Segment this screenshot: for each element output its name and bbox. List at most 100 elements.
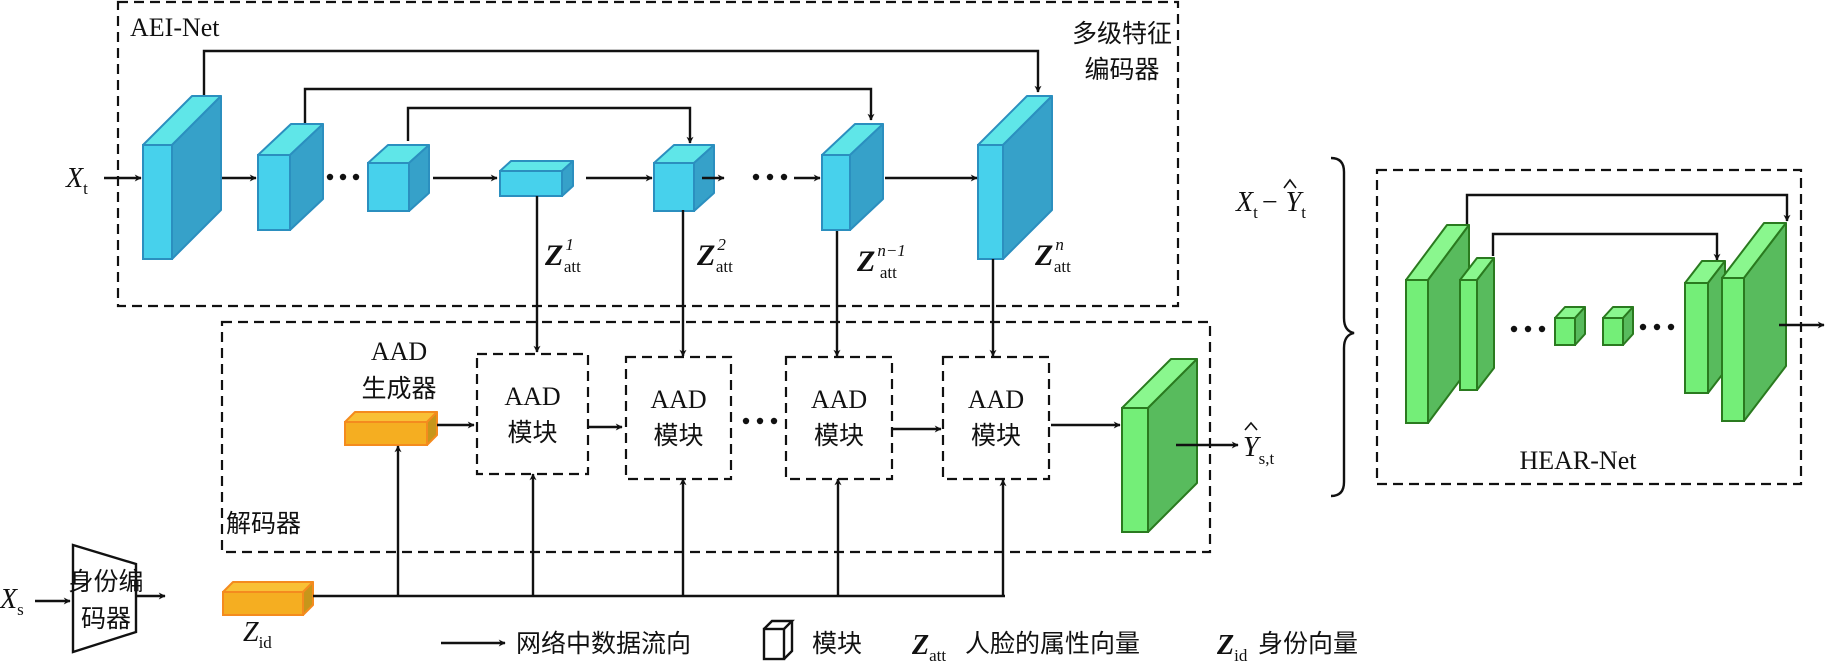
aad-module-2: AAD 模块 — [624, 355, 733, 481]
aad-module-3: AAD 模块 — [784, 355, 894, 481]
aad-module-4: AAD 模块 — [941, 355, 1051, 481]
aad-module-box — [475, 352, 590, 476]
ellipsis-dots — [1510, 325, 1546, 333]
encoder-block-7 — [977, 95, 1053, 260]
aei-net-container — [116, 0, 1180, 308]
aad-module-label-line1: AAD — [504, 382, 560, 411]
skip-connection-2 — [303, 87, 875, 124]
hear-block-3 — [1554, 306, 1586, 346]
block-front-face — [367, 162, 410, 212]
decoder-title: 解码器 — [226, 509, 301, 538]
hear-net-blocks — [1405, 222, 1787, 424]
block-top-face — [499, 160, 574, 172]
encoder-block-5 — [653, 144, 715, 212]
encoder-block-1 — [142, 95, 222, 260]
hear-block-2 — [1459, 257, 1495, 391]
aad-module-1: AAD 模块 — [475, 352, 590, 476]
aei-net-title: AEI-Net — [130, 13, 220, 42]
legend-z-att-desc: 人脸的属性向量 — [965, 629, 1140, 658]
hear-net-input-label: Xt−Yt — [1235, 187, 1306, 222]
encoder-label-line2: 编码器 — [1084, 55, 1159, 84]
block-top-face — [222, 581, 314, 593]
encoder-blocks — [142, 95, 1053, 260]
hear-block-4 — [1602, 306, 1634, 346]
block-front-face — [1121, 407, 1149, 533]
legend: 网络中数据流向 模块 Zatt 人脸的属性向量 Zid 身份向量 — [441, 619, 1358, 665]
legend-flow-label: 网络中数据流向 — [516, 629, 691, 658]
hear-block-6 — [1721, 222, 1787, 422]
skip-connection-1 — [202, 49, 1042, 96]
xt-input-label: Xt — [65, 163, 88, 198]
decoder-container — [220, 320, 1212, 554]
block-front-face — [1459, 279, 1478, 391]
generator-block — [344, 411, 438, 446]
brace — [1330, 156, 1355, 498]
aad-module-label-line2: 模块 — [971, 421, 1021, 450]
hear-net-container — [1375, 168, 1803, 486]
aad-module-label-line1: AAD — [811, 385, 867, 414]
block-front-face — [977, 144, 1004, 260]
identity-encoder-line2: 码器 — [81, 604, 131, 633]
hat-icon — [1244, 421, 1258, 431]
block-top-face — [344, 411, 438, 423]
block-front-face — [257, 154, 291, 231]
hear-skip-connection-2 — [1491, 232, 1721, 261]
block-front-face — [1602, 317, 1624, 346]
block-front-face — [222, 591, 304, 616]
ellipsis-dots — [326, 173, 360, 181]
legend-cube-icon — [762, 619, 795, 661]
ellipsis-dots — [1639, 323, 1675, 331]
ellipsis-dots — [742, 417, 778, 425]
block-front-face — [821, 154, 851, 231]
block-front-face — [1554, 317, 1576, 346]
hear-block-5 — [1684, 260, 1726, 394]
block-side-face — [1476, 257, 1495, 391]
z-id-block — [222, 581, 314, 616]
identity-encoder-shape — [71, 543, 138, 654]
generator-cuboid — [344, 411, 438, 446]
encoder-block-4 — [499, 160, 574, 197]
encoder-block-6 — [821, 123, 884, 231]
hear-net-title: HEAR-Net — [1520, 446, 1638, 475]
block-front-face — [499, 170, 563, 197]
aad-module-label-line2: 模块 — [507, 418, 557, 447]
aad-module-box — [784, 355, 894, 481]
block-front-face — [344, 421, 428, 446]
block-front-face — [653, 162, 695, 212]
xs-input-label: Xs — [0, 584, 24, 619]
hear-block-1 — [1405, 224, 1470, 424]
encoder-block-3 — [367, 144, 430, 212]
block-front-face — [1405, 279, 1429, 424]
hat-icon — [1283, 178, 1297, 189]
aad-blocks: AAD 模块 AAD 模块 AAD 模块 AAD 模块 — [475, 352, 1051, 481]
generator-label-line1: AAD — [371, 337, 427, 366]
block-front-face — [1684, 282, 1709, 394]
block-front-face — [1721, 277, 1745, 422]
legend-z-id-symbol: Zid — [1216, 630, 1248, 665]
encoder-block-2 — [257, 123, 324, 231]
encoder-label-line1: 多级特征 — [1072, 19, 1172, 48]
z-id-label: Zid — [243, 617, 272, 652]
z-id-cuboid — [222, 581, 314, 616]
decoder-output-cuboid — [1121, 358, 1198, 533]
aad-module-label-line1: AAD — [968, 385, 1024, 414]
aad-module-label-line1: AAD — [650, 385, 706, 414]
legend-module-label: 模块 — [812, 629, 862, 658]
decoder-output-block — [1121, 358, 1198, 533]
generator-label-line2: 生成器 — [361, 374, 436, 403]
legend-z-att-symbol: Zatt — [911, 630, 946, 665]
y-st-output-label: Ys,t — [1243, 432, 1274, 468]
identity-encoder-line1: 身份编 — [68, 567, 143, 596]
aad-module-label-line2: 模块 — [814, 421, 864, 450]
aad-module-box — [941, 355, 1051, 481]
block-front-face — [142, 144, 173, 260]
skip-connection-3 — [406, 106, 694, 144]
ellipsis-dots — [752, 173, 788, 181]
aad-module-label-line2: 模块 — [653, 421, 703, 450]
